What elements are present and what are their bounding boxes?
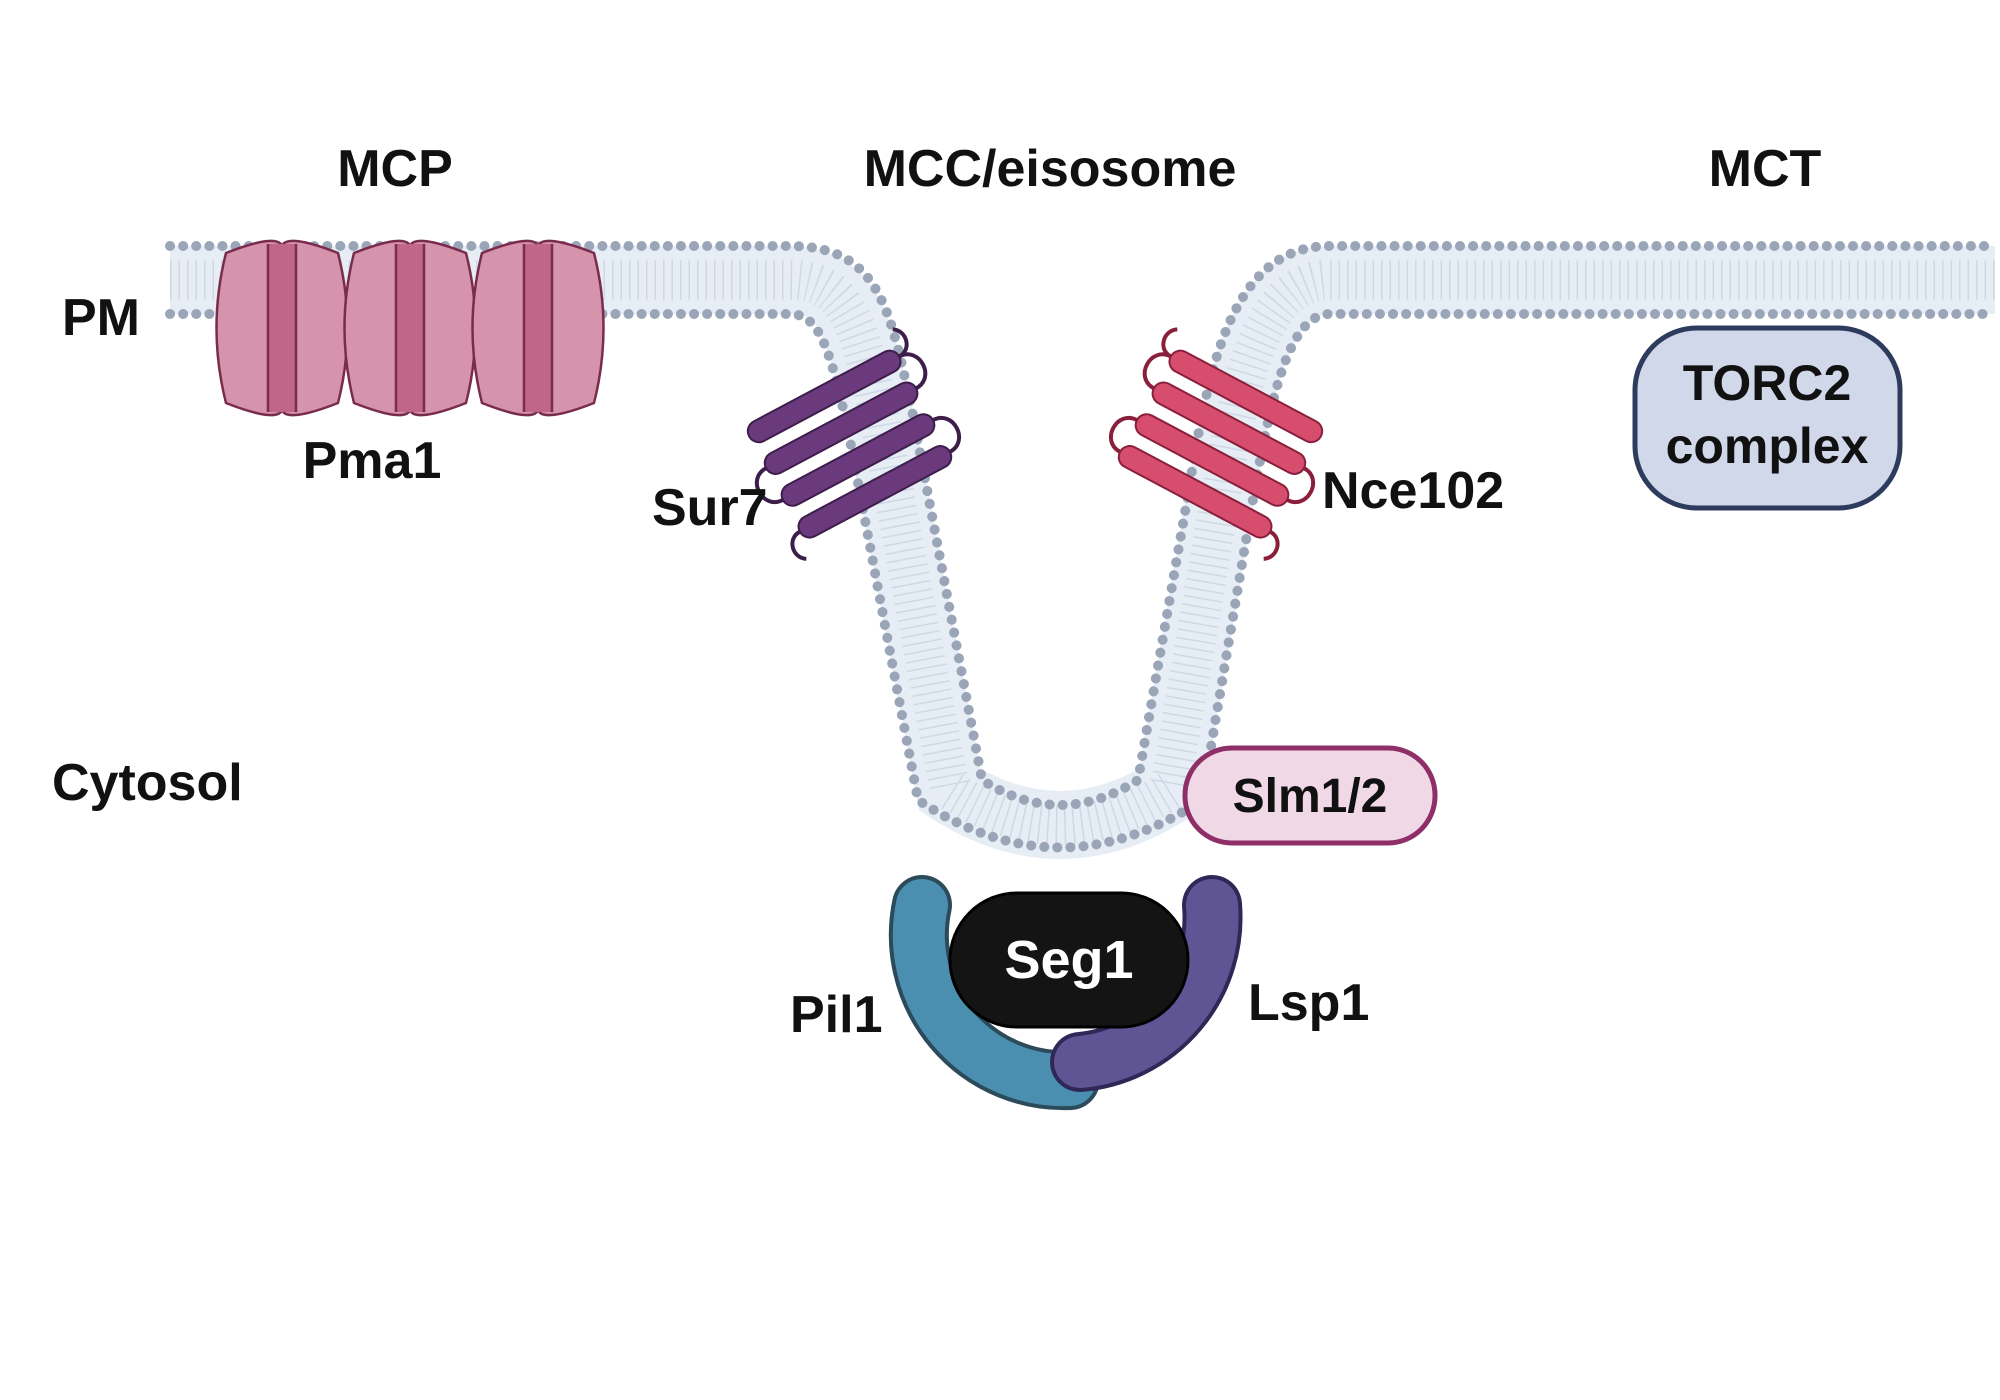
lsp1-label: Lsp1 [1248,974,1369,1032]
torc2-label-line2: complex [1666,418,1869,474]
pma1-subunit [215,239,349,417]
plasma-membrane [165,241,2000,859]
pma1-subunit [471,239,605,417]
torc2-label-line1: TORC2 [1683,355,1852,411]
pma1-complex [215,239,605,417]
slm-protein [1182,745,1438,846]
torc2-complex [1632,325,1903,511]
region-label-mcp: MCP [337,140,453,198]
nce102-label: Nce102 [1322,462,1504,520]
bar-coat [888,875,1243,1111]
sur7-label: Sur7 [652,479,768,537]
seg1-protein [948,891,1190,1029]
region-label-mcc: MCC/eisosome [864,140,1237,198]
pma1-subunit [343,239,477,417]
pma1-label: Pma1 [303,432,442,490]
membrane-leaflet-outer [165,241,2000,810]
slm-label: Slm1/2 [1233,770,1388,823]
nce102-protein [1108,327,1324,561]
membrane-tails [170,260,1995,845]
seg1-label: Seg1 [1004,930,1133,990]
cytosol-label: Cytosol [52,754,243,812]
membrane-leaflet-inner [165,309,2000,853]
region-label-mct: MCT [1709,140,1822,198]
sur7-protein [746,327,962,561]
pm-label: PM [62,289,140,347]
pil1-label: Pil1 [790,986,883,1044]
